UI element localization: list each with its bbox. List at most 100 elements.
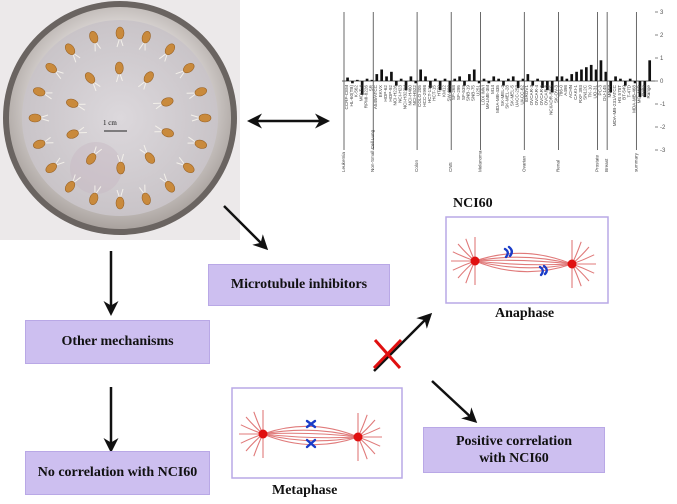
seed: [187, 136, 207, 149]
bar: [424, 76, 427, 81]
seed: [154, 125, 174, 138]
cell-line-label: A498: [563, 85, 568, 96]
bar: [521, 78, 525, 81]
cell-line-label: RPMI-8226: [363, 85, 368, 109]
bar: [589, 64, 593, 81]
cell-line-label: HOP-62: [383, 85, 388, 102]
spindle-fiber: [474, 260, 573, 269]
seed: [176, 157, 195, 174]
cell-line-label: NCI-H460: [407, 85, 412, 106]
chromosome: [507, 245, 513, 258]
cell-line-label: SK-OV-3: [553, 85, 558, 104]
panel-label: Breast: [604, 158, 609, 172]
seed: [137, 71, 154, 90]
cell-line-label: OVCAR-4: [534, 85, 539, 106]
cell-line-label: HS 578T: [617, 85, 622, 103]
cell-line-label: M14: [490, 85, 495, 94]
bar: [546, 81, 549, 91]
metaphase-caption: Metaphase: [272, 483, 338, 498]
spindle-fiber: [262, 432, 359, 438]
seed: [33, 87, 53, 100]
seed: [139, 144, 156, 164]
seed: [28, 113, 50, 123]
cell-line-label: A549/ATCC: [373, 84, 378, 109]
panel-label: Prostate: [594, 154, 599, 172]
panel-label: Renal: [555, 160, 560, 172]
cell-line-label: K-562: [354, 85, 359, 98]
cell-line-label: SK-MEL-28: [505, 85, 510, 109]
bar: [419, 69, 422, 81]
bar: [648, 60, 652, 81]
chromosome: [538, 265, 544, 277]
bar: [643, 81, 647, 98]
bar: [609, 81, 613, 93]
spindle-fiber: [262, 425, 359, 438]
cell-line-label: DU-145: [602, 85, 607, 101]
metaphase-illustration: [231, 387, 403, 479]
cell-line-label: OVCAR-5: [539, 85, 544, 106]
bar: [507, 78, 510, 81]
positive-correlation-box: Positive correlation with NCI60: [423, 427, 605, 473]
cell-line-label: HCT-15: [432, 85, 437, 101]
spindle-fiber: [474, 260, 573, 273]
bar: [438, 81, 442, 91]
bar: [594, 69, 598, 81]
cell-line-label: HL-60(TB): [349, 85, 354, 107]
bar: [394, 81, 398, 86]
cell-line-label: SW-620: [446, 85, 451, 102]
seed: [116, 153, 126, 175]
other-mechanisms-box: Other mechanisms: [25, 320, 210, 364]
seed: [159, 173, 176, 193]
seed: [175, 62, 195, 79]
seed: [66, 98, 86, 111]
cell-line-label: T-47D: [627, 84, 632, 97]
bar: [633, 81, 637, 84]
spindle-fiber: [474, 260, 573, 266]
cell-line-label: ACHN: [568, 85, 573, 98]
bar: [492, 76, 496, 81]
bar: [482, 78, 486, 81]
bar: [477, 81, 481, 84]
chromosome: [503, 247, 509, 259]
cell-line-label: HT29: [437, 85, 442, 97]
cell-line-label: U251: [475, 85, 480, 96]
bar: [351, 81, 354, 84]
cell-line-label: MALME-3M: [485, 85, 490, 109]
panel-label: Leukemia: [341, 152, 346, 172]
panel-label: CNS: [448, 162, 453, 172]
positive-line-2: with NCI60: [479, 451, 549, 466]
cell-line-label: SK-MEL-2: [500, 85, 505, 107]
cell-line-label: SK-MEL-5: [510, 85, 515, 107]
bar: [638, 81, 642, 98]
nci60-caption: NCI60: [453, 196, 493, 211]
cell-line-label: EKVX: [378, 85, 383, 97]
cell-line-label: BT-549: [622, 85, 627, 100]
chromosome: [305, 419, 317, 429]
y-tick-label: -2: [660, 125, 666, 131]
y-tick-label: 3: [660, 10, 664, 16]
bar: [487, 81, 491, 84]
bar: [623, 81, 627, 86]
cell-line-label: HCT-116: [427, 85, 432, 103]
anaphase-illustration: [445, 216, 609, 304]
seed: [45, 157, 65, 174]
cell-line-label: MDA-MB-435: [495, 85, 500, 113]
bar: [560, 76, 564, 81]
cell-line-label: HCC-2998: [422, 85, 427, 107]
seed: [186, 87, 207, 100]
spindle-fiber: [474, 259, 573, 265]
seed: [115, 188, 125, 210]
bar: [468, 74, 471, 81]
cell-line-label: Range: [646, 85, 651, 99]
bar: [550, 81, 554, 93]
seed: [114, 61, 124, 83]
panel-label: Ovarian: [521, 155, 526, 172]
spindle-fiber: [474, 256, 573, 265]
bar: [497, 78, 500, 81]
bar: [375, 74, 379, 81]
cell-line-label: HOP-92: [388, 85, 393, 102]
cell-line-label: OVCAR-8: [544, 85, 549, 106]
bar: [458, 76, 461, 81]
bar: [360, 81, 364, 95]
